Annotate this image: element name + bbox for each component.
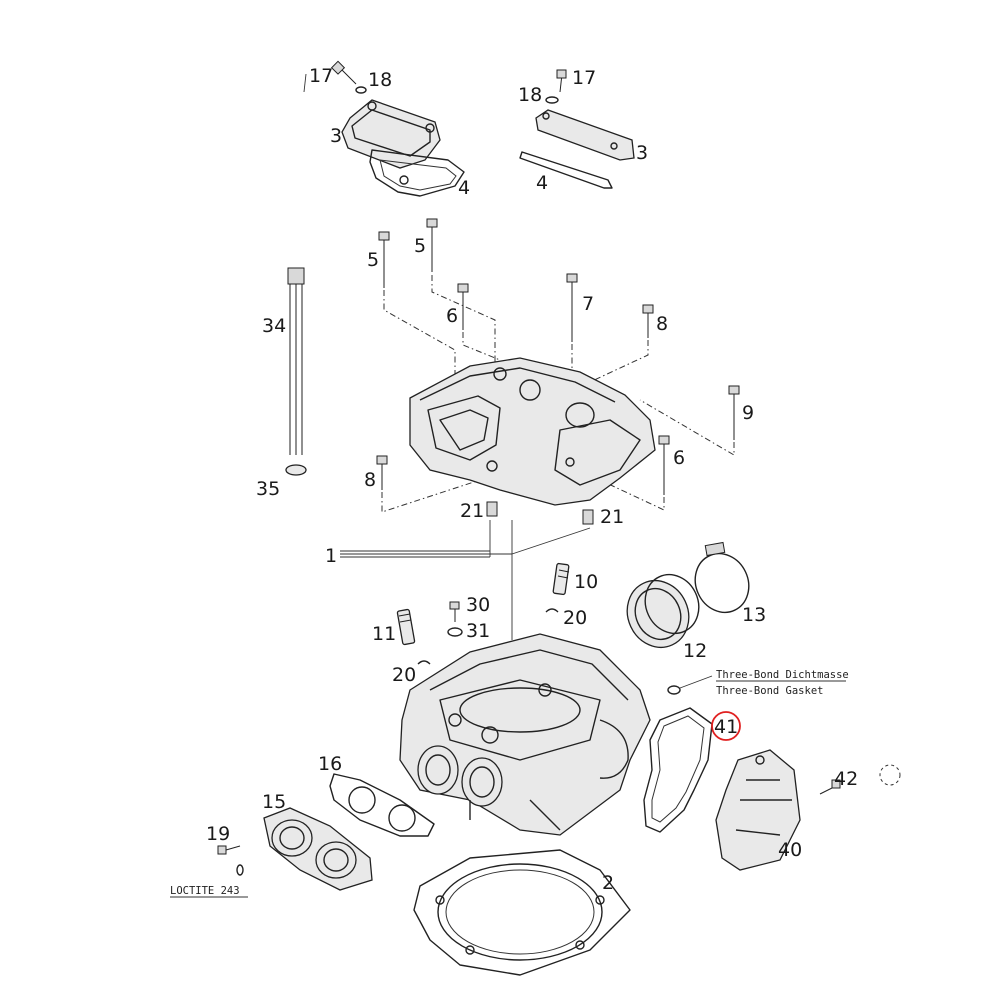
callout-19: 19 [206,823,230,845]
cover-gasket-41 [643,707,713,833]
note-threebond-de: Three-Bond Dichtmasse [716,669,849,681]
bolt-8-lower [376,455,388,490]
circlip-20-left [417,660,431,665]
o-ring-18-right [545,96,559,104]
callout-7: 7 [582,293,594,315]
callout-1: 1 [325,545,337,567]
bolt-5-left [378,231,390,288]
hose-clamp-13 [694,541,750,614]
callout-41: 41 [714,716,738,738]
screw-42 [819,779,841,795]
alignment-lines [381,275,735,513]
callout-6-upper: 6 [446,305,458,327]
leader-part-1 [340,520,591,640]
callout-40: 40 [778,839,802,861]
intake-flange-12 [626,573,700,648]
ghost-circle [879,764,901,786]
inspection-cover-left [341,99,465,197]
o-ring-18-left [355,86,367,94]
callout-15: 15 [262,791,286,813]
bolt-9 [728,385,740,440]
bolt-6-upper [457,283,469,330]
callout-2: 2 [602,872,614,894]
callout-18-right: 18 [518,84,542,106]
callout-42: 42 [834,768,858,790]
callout-18-left: 18 [368,69,392,91]
callout-6-lower: 6 [673,447,685,469]
callout-21-right: 21 [600,506,624,528]
washer-31 [447,627,463,637]
cylinder-head-stud-34 [287,267,305,455]
callout-17-right: 17 [572,67,596,89]
callout-3-right: 3 [636,142,648,164]
callout-21-left: 21 [460,500,484,522]
sealant-dot [667,685,681,695]
callout-12: 12 [683,640,707,662]
note-loctite: LOCTITE 243 [170,885,240,897]
camshaft-carrier [409,357,656,506]
bolt-6-lower [658,435,670,495]
callout-34: 34 [262,315,286,337]
cylinder-head [399,633,651,836]
callout-16: 16 [318,753,342,775]
flange-gasket-16 [329,773,435,837]
valve-guide-11 [396,608,416,646]
timing-cover-40 [715,749,801,871]
inspection-cover-right [519,109,635,189]
callout-11: 11 [372,623,396,645]
washer-35 [285,464,307,476]
screw-17-right [556,69,567,93]
bolt-8-upper [642,304,654,338]
callout-4-left: 4 [458,177,470,199]
dowel-pin-21-left [486,501,498,517]
stud-19 [217,845,244,876]
callout-labels: 17 18 3 4 17 18 3 4 5 5 6 7 8 34 35 8 9 … [206,65,858,894]
head-gasket-2 [413,849,631,976]
highlight-circle-41 [711,711,741,741]
bolt-7 [566,273,578,342]
callout-13: 13 [742,604,766,626]
callout-3-left: 3 [330,125,342,147]
exhaust-flange-15 [263,807,373,891]
callout-4-right: 4 [536,172,548,194]
callout-20-right: 20 [563,607,587,629]
callout-8-upper: 8 [656,313,668,335]
dowel-pin-21-right [582,509,594,525]
note-threebond-en: Three-Bond Gasket [716,685,823,697]
callout-9: 9 [742,402,754,424]
screw-17-left [330,60,357,85]
callout-35: 35 [256,478,280,500]
plug-30 [449,601,460,622]
callout-5-right: 5 [414,235,426,257]
valve-guide-10 [552,562,570,596]
callout-5-left: 5 [367,249,379,271]
callout-20-left: 20 [392,664,416,686]
callout-8-lower: 8 [364,469,376,491]
callout-10: 10 [574,571,598,593]
bolt-5-right [426,218,438,272]
circlip-20-right [545,608,559,613]
callout-31: 31 [466,620,490,642]
callout-17-left: 17 [309,65,333,87]
callout-30: 30 [466,594,490,616]
